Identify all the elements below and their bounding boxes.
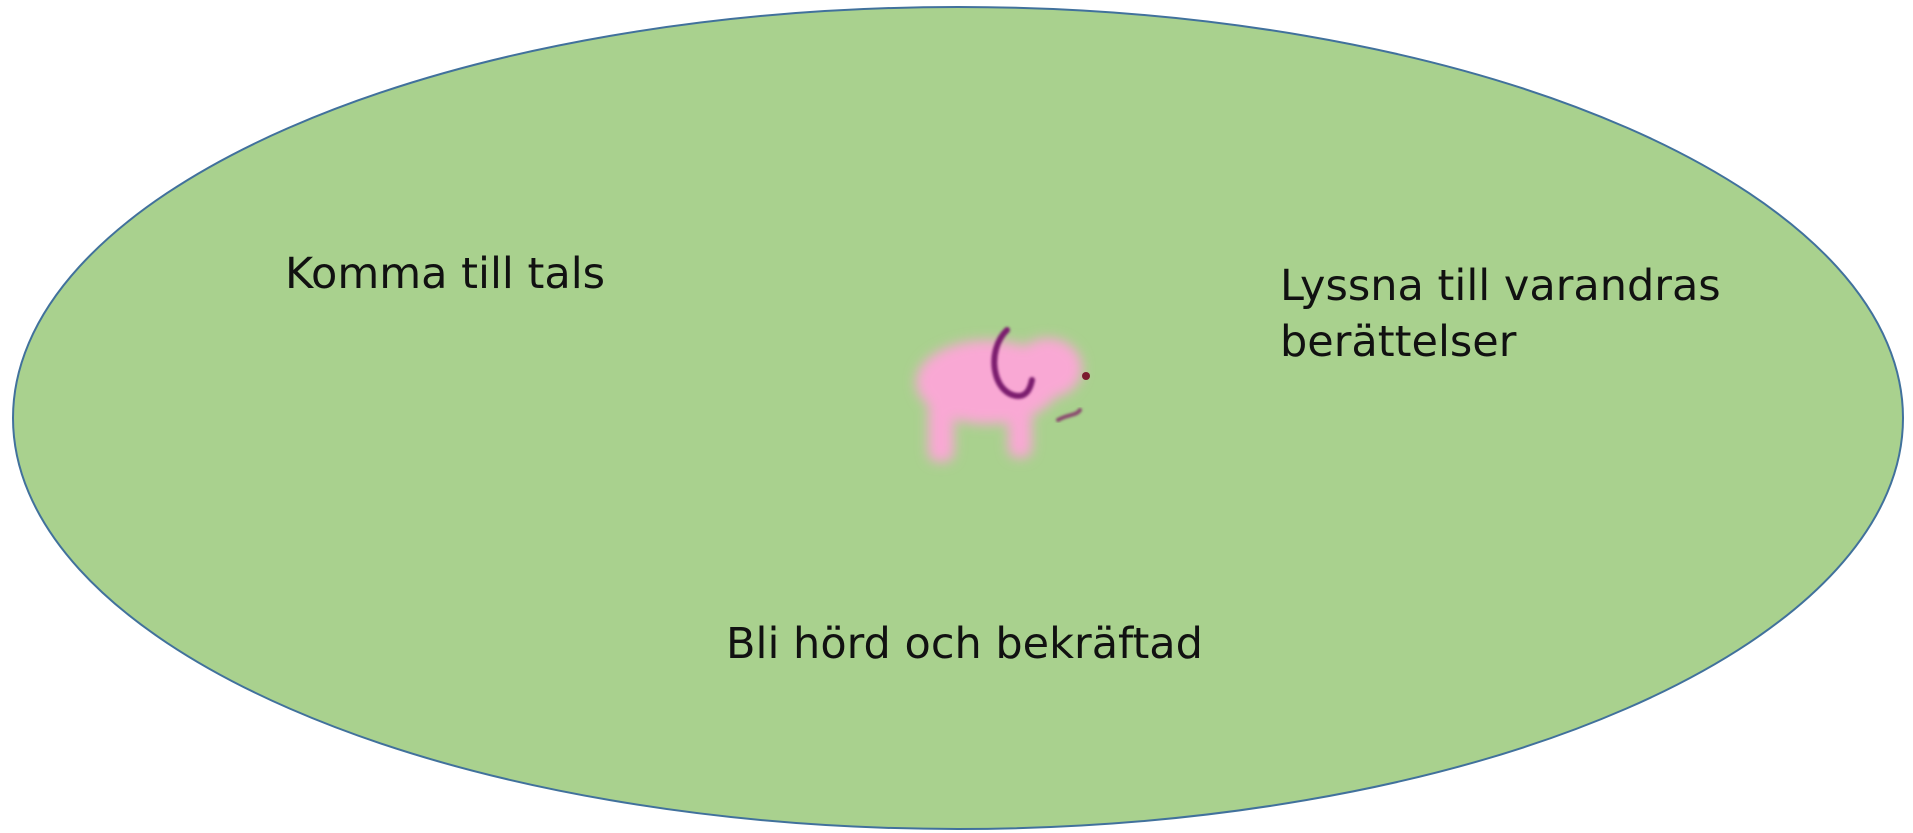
pink-elephant-icon xyxy=(916,327,1090,462)
label-right-line-1: Lyssna till varandras xyxy=(1280,261,1721,311)
label-right-line-2: berättelser xyxy=(1280,317,1517,367)
elephant-trunk xyxy=(1056,408,1082,422)
elephant-body xyxy=(916,338,1082,462)
label-lyssna-till-varandras: Lyssna till varandras berättelser xyxy=(1280,258,1721,370)
elephant-ear xyxy=(991,327,1035,400)
elephant-eye xyxy=(1082,372,1090,380)
label-komma-till-tals: Komma till tals xyxy=(285,249,606,299)
label-bli-hord-och-bekraftad: Bli hörd och bekräftad xyxy=(726,619,1203,669)
